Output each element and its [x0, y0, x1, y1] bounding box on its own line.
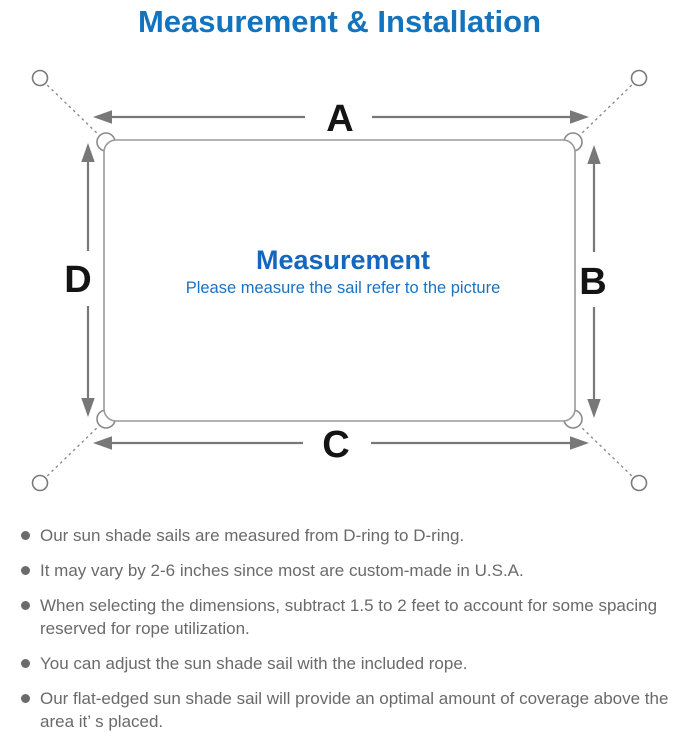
- dim-c-head-left: [93, 436, 112, 450]
- center-caption-title: Measurement: [256, 245, 430, 275]
- list-item: It may vary by 2-6 inches since most are…: [21, 559, 675, 582]
- bullet-dot-icon: [21, 531, 30, 540]
- bullet-dot-icon: [21, 659, 30, 668]
- anchor-circle-top-left: [31, 69, 49, 87]
- rope-line-top-right: [577, 80, 637, 138]
- bullet-dot-icon: [21, 694, 30, 703]
- notes-list: Our sun shade sails are measured from D-…: [21, 524, 675, 745]
- list-item: When selecting the dimensions, subtract …: [21, 594, 675, 640]
- anchor-circle-bottom-right: [630, 474, 648, 492]
- anchor-points: [31, 69, 648, 492]
- dim-arrow-c: C: [93, 424, 589, 466]
- dim-label-d: D: [64, 259, 91, 301]
- dim-arrow-b: B: [579, 145, 607, 418]
- sail-rectangle: [103, 139, 576, 422]
- note-text: Our sun shade sails are measured from D-…: [40, 526, 465, 545]
- dim-label-a: A: [326, 98, 353, 140]
- center-caption: Measurement Please measure the sail refe…: [186, 245, 501, 297]
- page-title: Measurement & Installation: [137, 4, 542, 39]
- anchor-circle-bottom-left: [31, 474, 49, 492]
- dim-label-c: C: [322, 424, 349, 466]
- bullet-dot-icon: [21, 601, 30, 610]
- anchor-circle-top-right: [630, 69, 648, 87]
- rope-line-bottom-left: [42, 423, 102, 481]
- center-caption-subtitle: Please measure the sail refer to the pic…: [186, 279, 501, 297]
- dim-c-head-right: [570, 436, 589, 450]
- list-item: Our flat-edged sun shade sail will provi…: [21, 687, 675, 733]
- dim-d-head-down: [81, 398, 95, 417]
- dim-arrow-a: A: [93, 98, 589, 140]
- rope-line-top-left: [42, 80, 102, 138]
- note-text: When selecting the dimensions, subtract …: [40, 596, 658, 638]
- dim-arrow-d: D: [64, 143, 95, 417]
- dim-b-head-down: [587, 399, 601, 418]
- note-text: You can adjust the sun shade sail with t…: [40, 654, 468, 673]
- note-text: Our flat-edged sun shade sail will provi…: [40, 689, 669, 731]
- dim-a-head-right: [570, 110, 589, 124]
- dim-d-head-up: [81, 143, 95, 162]
- list-item: You can adjust the sun shade sail with t…: [21, 652, 675, 675]
- list-item: Our sun shade sails are measured from D-…: [21, 524, 675, 547]
- dim-b-head-up: [587, 145, 601, 164]
- dim-a-head-left: [93, 110, 112, 124]
- bullet-dot-icon: [21, 566, 30, 575]
- rope-lines: [42, 80, 637, 481]
- note-text: It may vary by 2-6 inches since most are…: [40, 561, 524, 580]
- rope-line-bottom-right: [577, 423, 637, 481]
- dim-label-b: B: [579, 261, 606, 303]
